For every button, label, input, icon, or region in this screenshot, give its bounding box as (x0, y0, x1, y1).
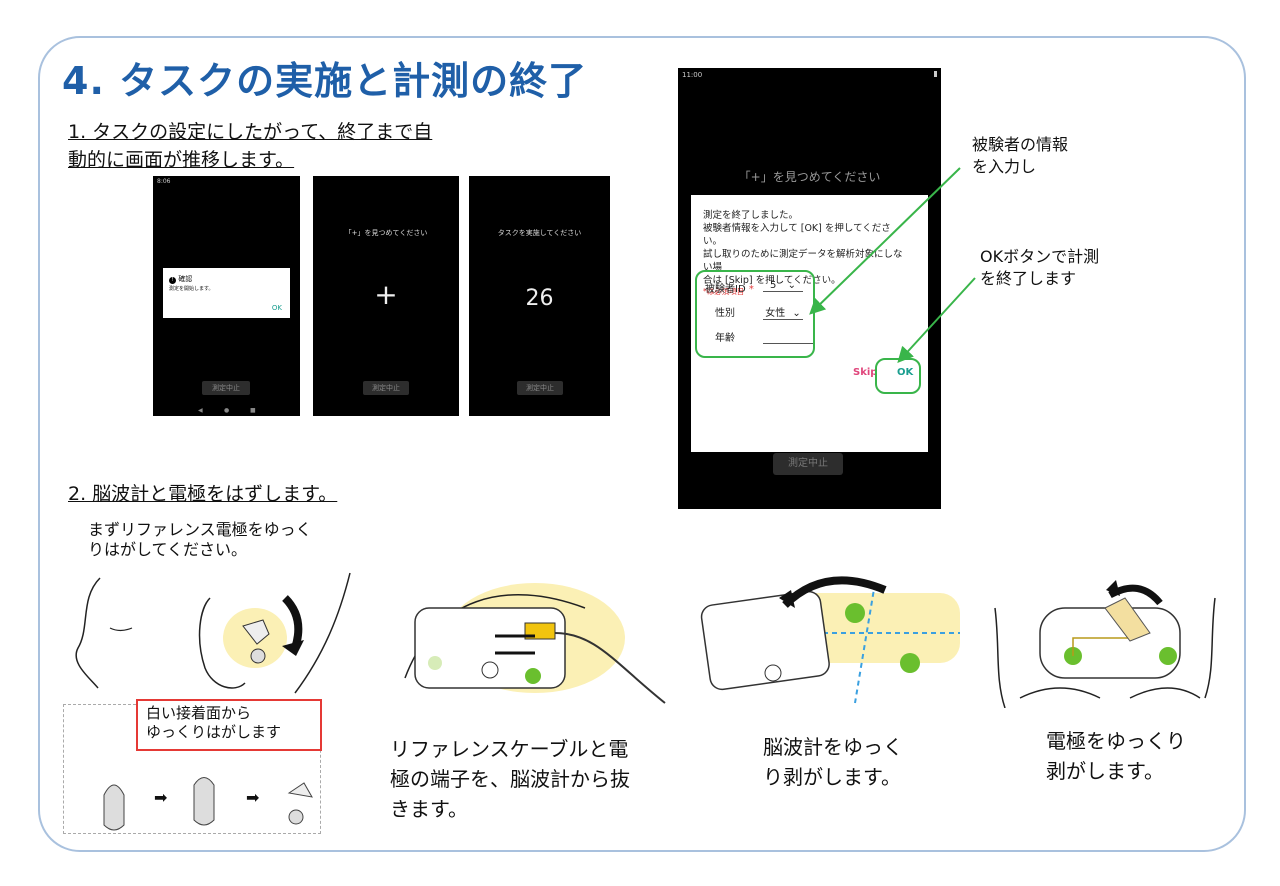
callout-info-line1: 被験者の情報 (972, 135, 1069, 154)
step2-heading: 2. 脳波計と電極をはずします。 (68, 483, 338, 505)
required-note: *は必須項目 (703, 287, 745, 296)
cable-removal-illustration (404, 583, 666, 704)
cable-line1: リファレンスケーブルと電 (390, 737, 629, 761)
stop-button[interactable]: 測定中止 (363, 381, 409, 395)
age-input[interactable] (763, 329, 813, 344)
required-mark: * (748, 284, 754, 295)
ok-highlight-box (875, 358, 921, 394)
ref-caption-line1: まずリファレンス電極をゆっく (88, 520, 312, 539)
back-icon[interactable]: ◀ (198, 407, 203, 414)
fixation-cross: + (374, 278, 398, 311)
fixation-prompt: 「+」を見つめてください (738, 170, 881, 184)
status-time: 8:06 (157, 178, 171, 185)
peel-diagram: ➡ ➡ (63, 704, 321, 834)
page-title: 4. タスクの実施と計測の終了 (62, 59, 588, 103)
electrode-caption: 電極をゆっくり 剥がします。 (1046, 726, 1186, 786)
chevron-down-icon: ⌄ (787, 280, 796, 291)
reference-caption: まずリファレンス電極をゆっく りはがしてください。 (88, 520, 312, 560)
peel-steps-illustration: ➡ ➡ (103, 777, 313, 831)
fixation-prompt: 「+」を見つめてください (344, 229, 428, 237)
phone-screen-task: タスクを実施してください 26 測定中止 (469, 176, 610, 416)
peel-note-box: 白い接着面から ゆっくりはがします (136, 699, 322, 751)
svg-text:➡: ➡ (154, 788, 167, 807)
svg-text:➡: ➡ (246, 788, 259, 807)
peel-line2: ゆっくりはがします (146, 723, 282, 741)
step1-heading: 1. タスクの設定にしたがって、終了まで自 動的に画面が推移します。 (68, 118, 538, 174)
electrode-line2: 剥がします。 (1046, 759, 1164, 783)
stop-button[interactable]: 測定中止 (773, 453, 843, 475)
step1-line2: 動的に画面が推移します。 (68, 149, 295, 171)
ref-caption-line2: りはがしてください。 (88, 540, 248, 559)
eeg-removal-illustration (700, 576, 960, 704)
slide-frame (38, 36, 1246, 852)
cable-line2: 極の端子を、脳波計から抜 (390, 767, 630, 791)
message-line4: 合は [Skip] を押してください。 (703, 275, 841, 286)
chevron-down-icon: ⌄ (792, 308, 801, 319)
subject-id-label: 被験者ID * (705, 280, 754, 295)
ok-button[interactable]: OK (271, 304, 282, 312)
phone-screen-fixation: 「+」を見つめてください + 測定中止 (313, 176, 459, 416)
dialog-header: ! 確認 (169, 274, 192, 284)
skip-button[interactable]: Skip (853, 367, 878, 378)
id-value: 5 (770, 280, 777, 291)
dialog-message: 測定を終了しました。 被験者情報を入力して [OK] を押してください。 試し取… (703, 209, 903, 296)
eeg-caption: 脳波計をゆっく り剥がします。 (763, 732, 903, 792)
home-icon[interactable]: ● (224, 407, 230, 414)
nav-bar: ◀ ● ■ (198, 407, 258, 414)
step1-line1: 1. タスクの設定にしたがって、終了まで自 (68, 121, 433, 143)
eeg-line1: 脳波計をゆっく (763, 735, 903, 759)
callout-subject-info: 被験者の情報 を入力し (972, 134, 1068, 178)
confirm-dialog: ! 確認 測定を開始します。 OK (163, 268, 290, 318)
task-prompt: タスクを実施してください (497, 229, 582, 237)
dialog-body: 測定を開始します。 (169, 286, 214, 292)
status-time: 11:00 (682, 71, 703, 79)
peel-line1: 白い接着面から (146, 704, 252, 722)
id-label-text: 被験者ID (705, 284, 746, 295)
eeg-line2: り剥がします。 (763, 765, 901, 789)
cable-caption: リファレンスケーブルと電 極の端子を、脳波計から抜 きます。 (390, 734, 630, 824)
recents-icon[interactable]: ■ (250, 407, 256, 414)
callout-ok-line2: を終了します (980, 269, 1077, 288)
callout-ok-line1: OKボタンで計測 (980, 247, 1100, 266)
phone-screen-confirm: 8:06 ! 確認 測定を開始します。 OK 測定中止 ◀ ● ■ (153, 176, 300, 416)
info-icon: ! (169, 277, 176, 284)
dialog-title: 確認 (178, 275, 193, 283)
message-line2: 被験者情報を入力して [OK] を押してください。 (703, 223, 891, 247)
cable-line3: きます。 (390, 797, 468, 821)
battery-icon (934, 71, 937, 77)
age-label: 年齢 (715, 333, 735, 344)
face-illustration (75, 572, 351, 694)
callout-ok-finish: OKボタンで計測 を終了します (980, 246, 1099, 290)
gender-label: 性別 (715, 308, 735, 319)
subject-id-select[interactable]: 5 ⌄ (763, 280, 803, 292)
stop-button[interactable]: 測定中止 (517, 381, 563, 395)
message-line1: 測定を終了しました。 (703, 210, 799, 221)
stop-button[interactable]: 測定中止 (202, 381, 250, 395)
form-highlight-box (695, 270, 815, 358)
electrode-removal-illustration (994, 580, 1216, 708)
electrode-line1: 電極をゆっくり (1046, 729, 1186, 753)
gender-select[interactable]: 女性 ⌄ (763, 304, 803, 320)
message-line3: 試し取りのために測定データを解析対象にしない場 (703, 249, 903, 273)
callout-info-line2: を入力し (972, 157, 1037, 176)
ok-button[interactable]: OK (897, 367, 914, 378)
task-counter: 26 (525, 286, 554, 311)
gender-value: 女性 (765, 308, 786, 319)
